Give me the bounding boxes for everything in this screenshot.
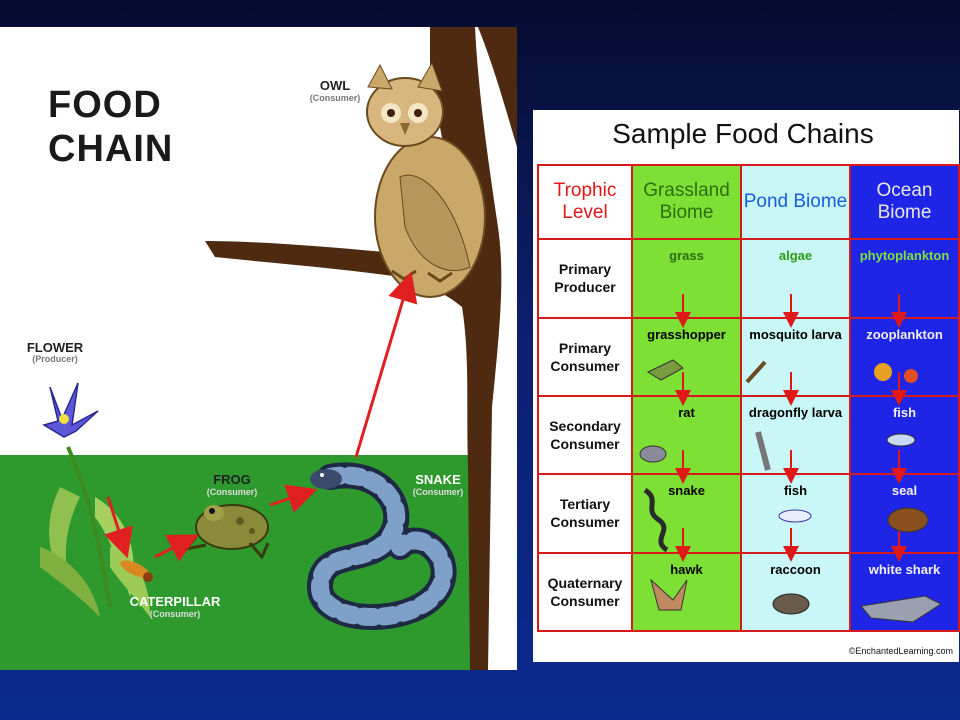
snake-role: (Consumer) — [412, 487, 464, 497]
frog-icon — [182, 504, 270, 560]
level-cell: Primary Producer — [537, 238, 633, 319]
arrow-snake-to-owl — [354, 271, 418, 458]
header-pond: Pond Biome — [740, 163, 851, 241]
table-header-row: Trophic Level Grassland Biome Pond Biome… — [537, 163, 960, 241]
snake-icon — [306, 462, 457, 630]
owl-label: OWL — [319, 78, 351, 93]
ocean-organism: white shark — [868, 561, 941, 577]
level-cell: Primary Consumer — [537, 316, 633, 397]
grassland-organism: grass — [669, 248, 704, 264]
ocean-organism: zooplankton — [866, 326, 943, 342]
food-chain-title: FOOD CHAIN — [48, 83, 173, 171]
snake-label: SNAKE — [415, 472, 461, 487]
food-chain-illustration: FOOD CHAIN OWL (Consumer) FLOWER (Produc… — [0, 27, 517, 670]
table-row: Primary Consumer grasshopper mosquito la… — [537, 316, 960, 397]
tree-trunk — [205, 27, 502, 670]
table-row: Secondary Consumer rat dragonfly larva f… — [537, 394, 960, 476]
flower-role: (Producer) — [32, 354, 78, 364]
frog-role: (Consumer) — [206, 487, 258, 497]
flower-label: FLOWER — [26, 340, 84, 355]
sample-food-chains-panel: Sample Food Chains Trophic Level Grassla… — [533, 110, 960, 662]
pond-organism: algae — [778, 248, 813, 264]
grassland-organism: grasshopper — [647, 326, 726, 342]
header-grassland: Grassland Biome — [631, 163, 742, 241]
pond-organism: dragonfly larva — [748, 404, 843, 420]
header-ocean: Ocean Biome — [849, 163, 960, 241]
arrow-caterpillar-to-frog — [154, 534, 199, 562]
pond-organism: fish — [783, 483, 808, 499]
tree-branch-right — [478, 27, 517, 147]
ocean-organism: seal — [891, 483, 918, 499]
caterpillar-label: CATERPILLAR — [129, 594, 221, 609]
grassland-organism: hawk — [670, 561, 703, 577]
ocean-organism: phytoplankton — [859, 248, 950, 264]
ocean-organism: fish — [892, 404, 917, 420]
arrow-flower-to-caterpillar — [104, 496, 133, 559]
arrow-frog-to-snake — [269, 484, 318, 513]
grassland-organism: snake — [668, 483, 705, 499]
level-cell: Secondary Consumer — [537, 394, 633, 476]
pond-organism: raccoon — [770, 561, 821, 577]
panel-title: Sample Food Chains — [612, 118, 874, 149]
pond-organism: mosquito larva — [749, 326, 842, 342]
caterpillar-role: (Consumer) — [149, 609, 201, 619]
food-chain-table: Trophic Level Grassland Biome Pond Biome… — [537, 163, 960, 633]
owl-role: (Consumer) — [309, 93, 361, 103]
food-chain-drawing — [0, 27, 517, 670]
level-cell: Quaternary Consumer — [537, 551, 633, 633]
table-row: Quaternary Consumer hawk raccoon white s… — [537, 551, 960, 633]
level-cell: Tertiary Consumer — [537, 473, 633, 554]
owl-icon — [366, 61, 486, 298]
header-trophic-level: Trophic Level — [537, 163, 633, 241]
table-row: Primary Producer grass algae phytoplankt… — [537, 238, 960, 319]
caterpillar-icon — [120, 560, 153, 582]
title-line-1: FOOD — [48, 84, 162, 126]
grassland-organism: rat — [678, 404, 695, 420]
title-line-2: CHAIN — [48, 128, 174, 170]
table-row: Tertiary Consumer snake fish seal — [537, 473, 960, 554]
credit-text: ©EnchantedLearning.com — [848, 646, 953, 656]
frog-label: FROG — [213, 472, 251, 487]
